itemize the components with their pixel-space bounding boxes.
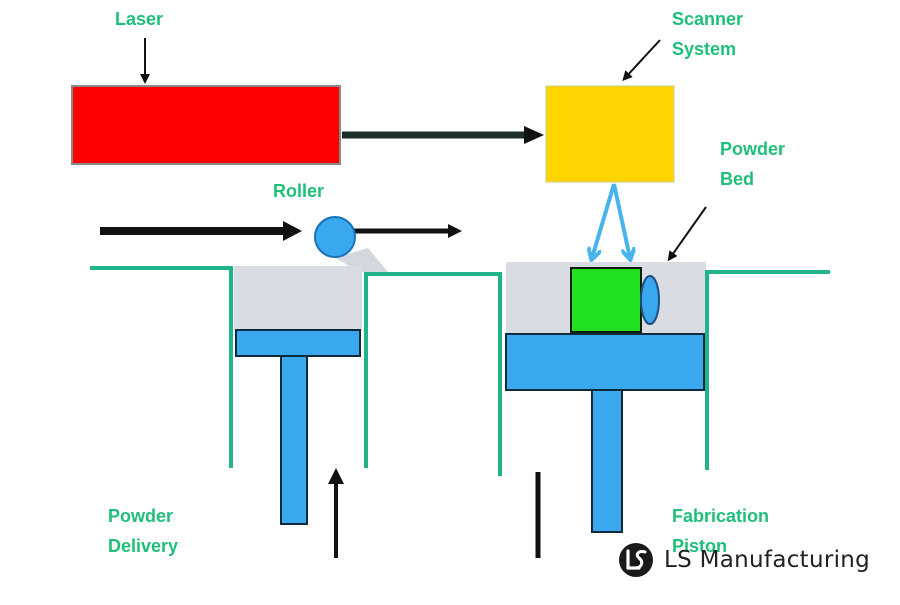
- roller-label: Roller: [273, 176, 324, 206]
- powder-delivery-label: Powder Delivery: [108, 501, 178, 561]
- scanner-pointer-arrow: [622, 39, 661, 81]
- delivery-chamber-wall: [90, 266, 233, 468]
- laser-label-text: Laser: [115, 9, 164, 29]
- roller-label-text: Roller: [273, 181, 325, 201]
- roller-outgoing-arrowhead: [448, 224, 462, 238]
- laser-box: [71, 85, 341, 165]
- fabricated-part: [570, 267, 642, 333]
- powder-delivery-label-line1: Powder: [108, 506, 174, 526]
- scanner-box: [545, 85, 675, 183]
- part-edge-lens: [640, 275, 660, 325]
- brand-watermark-text: LS Manufacturing: [664, 547, 871, 573]
- powder-bed-label-line2: Bed: [720, 169, 755, 189]
- delivery-piston-rod: [280, 355, 308, 525]
- laser-beam-arrowhead: [524, 126, 544, 144]
- powder-bed-pointer-arrow: [667, 206, 707, 262]
- fabrication-piston-label-line2: Piston: [672, 536, 728, 556]
- scan-beam-right: [612, 183, 630, 258]
- laser-label: Laser: [115, 4, 163, 34]
- roller-incoming-arrowhead: [283, 221, 302, 241]
- delivery-piston-head: [235, 329, 361, 357]
- fabrication-piston-label: Fabrication Piston: [672, 501, 769, 561]
- scanner-label: Scanner System: [672, 4, 743, 64]
- fabrication-piston-label-line1: Fabrication: [672, 506, 770, 526]
- scanner-label-line2: System: [672, 39, 737, 59]
- brand-watermark: LS Manufacturing: [656, 540, 870, 580]
- scan-beam-left: [592, 183, 616, 258]
- powder-bed-label-line1: Powder: [720, 139, 786, 159]
- fabrication-piston-head: [505, 333, 705, 391]
- delivery-up-arrowhead: [328, 468, 344, 484]
- fabrication-piston-rod: [591, 389, 623, 533]
- powder-delivery-label-line2: Delivery: [108, 536, 179, 556]
- delivery-powder: [234, 266, 362, 330]
- fabrication-chamber-wall: [705, 270, 830, 470]
- roller: [314, 216, 356, 258]
- spread-powder: [335, 248, 388, 272]
- scanner-label-line1: Scanner: [672, 9, 744, 29]
- center-divider-wall: [364, 272, 502, 476]
- brand-logo-icon: [619, 543, 653, 577]
- powder-bed-label: Powder Bed: [720, 134, 785, 194]
